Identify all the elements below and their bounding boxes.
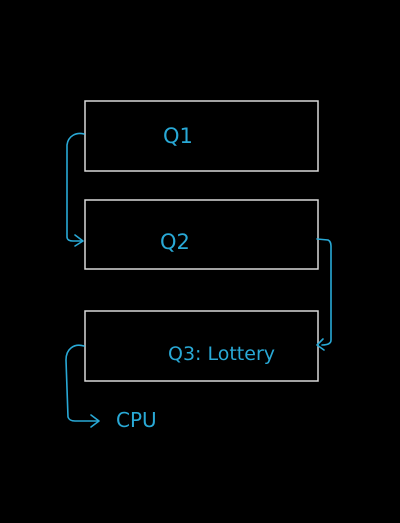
arrow-q1-to-q2 [66,132,85,247]
arrow-q2-to-q3 [316,238,332,351]
queue-label-q1: Q1 [163,124,193,148]
cpu-label: CPU [116,408,157,432]
arrow-q3-to-cpu [65,344,100,428]
queue-box-q1 [84,100,319,172]
queue-label-q3: Q3: Lottery [168,343,275,365]
queue-label-q2: Q2 [160,230,190,254]
queue-box-q2 [84,199,319,270]
